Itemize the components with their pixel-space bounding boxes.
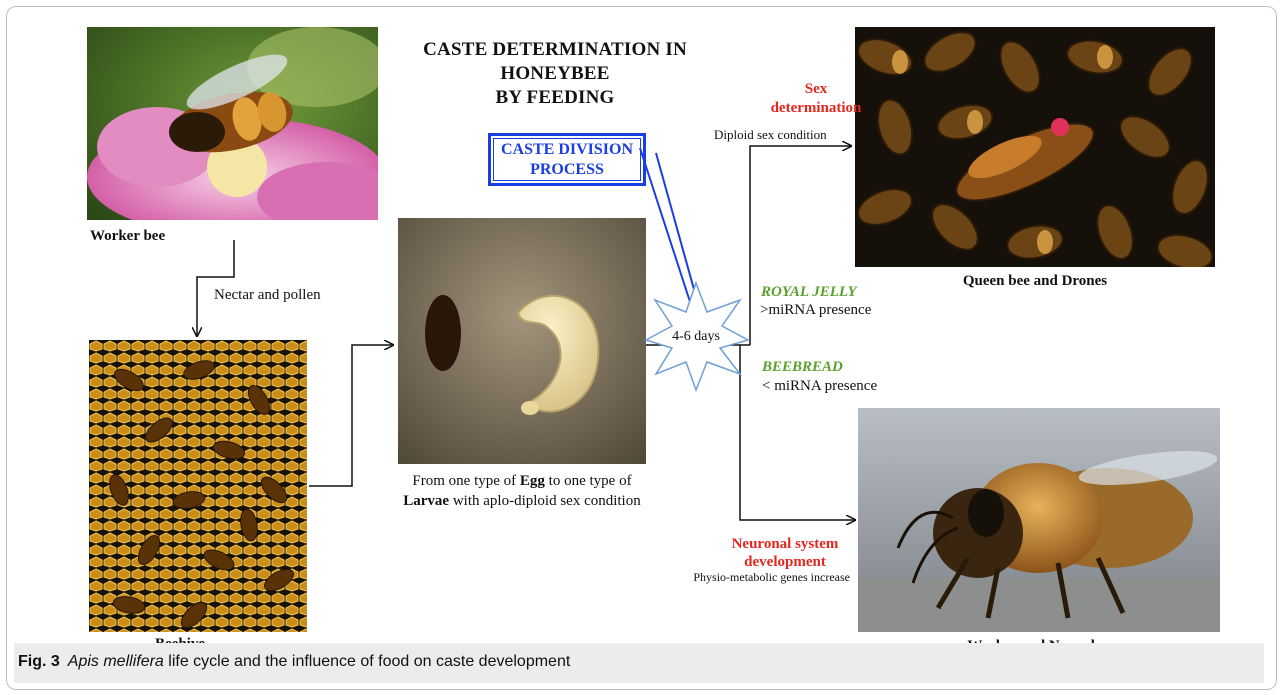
diploid-sex-text: Diploid sex condition — [714, 127, 854, 143]
title-line-1: CASTE DETERMINATION IN HONEYBEE — [380, 38, 730, 86]
neuronal-line-1: Neuronal system — [715, 535, 855, 553]
nectar-pollen-label: Nectar and pollen — [214, 287, 354, 304]
neuronal-heading: Neuronal system development — [715, 535, 855, 571]
figure-caption: Fig. 3 Apis mellifera life cycle and the… — [14, 643, 1264, 683]
larva-label-text: From one type of — [412, 473, 519, 489]
royal-jelly-label: ROYAL JELLY — [761, 284, 881, 301]
caption-species: Apis mellifera — [68, 653, 164, 670]
beebread-mirna: < miRNA presence — [762, 378, 902, 395]
nurse-bee-photo — [858, 408, 1220, 632]
caption-rest: life cycle and the influence of food on … — [164, 653, 570, 670]
neuronal-line-2: development — [715, 553, 855, 571]
larva-label: From one type of Egg to one type of Larv… — [362, 471, 682, 511]
process-line-1: CASTE DIVISION — [491, 140, 643, 160]
sex-determination-heading: Sex determination — [756, 80, 876, 118]
larva-label-text-2: to one type of — [545, 473, 632, 489]
queen-bee-photo — [855, 27, 1215, 267]
egg-word: Egg — [520, 473, 545, 489]
process-line-2: PROCESS — [491, 160, 643, 180]
queen-bee-label: Queen bee and Drones — [905, 273, 1165, 290]
caption-text: Fig. 3 Apis mellifera life cycle and the… — [18, 653, 570, 671]
worker-bee-photo — [87, 27, 378, 220]
larva-label-text-3: with aplo-diploid sex condition — [449, 493, 641, 509]
beebread-label: BEEBREAD — [762, 359, 882, 376]
physio-metabolic-text: Physio-metabolic genes increase — [650, 570, 850, 585]
diagram-title: CASTE DETERMINATION IN HONEYBEE BY FEEDI… — [380, 38, 730, 110]
larva-photo — [398, 218, 646, 464]
sex-line-1: Sex — [756, 80, 876, 99]
starburst-label: 4-6 days — [660, 329, 732, 345]
caption-fig-number: Fig. 3 — [18, 653, 60, 670]
caste-division-process-box: CASTE DIVISION PROCESS — [488, 133, 646, 186]
larvae-word: Larvae — [403, 493, 449, 509]
beehive-photo — [89, 340, 307, 632]
worker-bee-label: Worker bee — [90, 228, 180, 245]
sex-line-2: determination — [756, 99, 876, 118]
royal-jelly-mirna: >miRNA presence — [760, 302, 900, 319]
title-line-2: BY FEEDING — [380, 86, 730, 110]
